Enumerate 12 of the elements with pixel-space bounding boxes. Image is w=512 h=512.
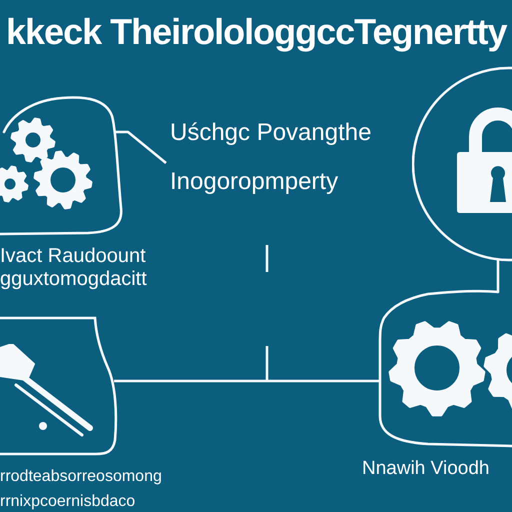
connector-line	[496, 259, 500, 292]
label-text: Inogoropmperty	[170, 168, 338, 196]
rounded-frame	[0, 316, 118, 457]
leader-line	[115, 130, 167, 164]
caption-text: Ivact Raudoount gguxtomogdacitt	[0, 245, 148, 291]
circle-frame	[412, 66, 512, 262]
rounded-frame	[378, 288, 512, 448]
caption-text: rrodteabsorreosomong rrnixpcoernisbdaco	[0, 467, 163, 512]
title-text: kkeck TheirolologgccTegnertty	[6, 11, 506, 52]
caption-text: Nnawih Vioodh	[362, 457, 490, 481]
label-text: Uśchgc Povangthe	[170, 119, 372, 147]
connector-line	[114, 380, 380, 382]
